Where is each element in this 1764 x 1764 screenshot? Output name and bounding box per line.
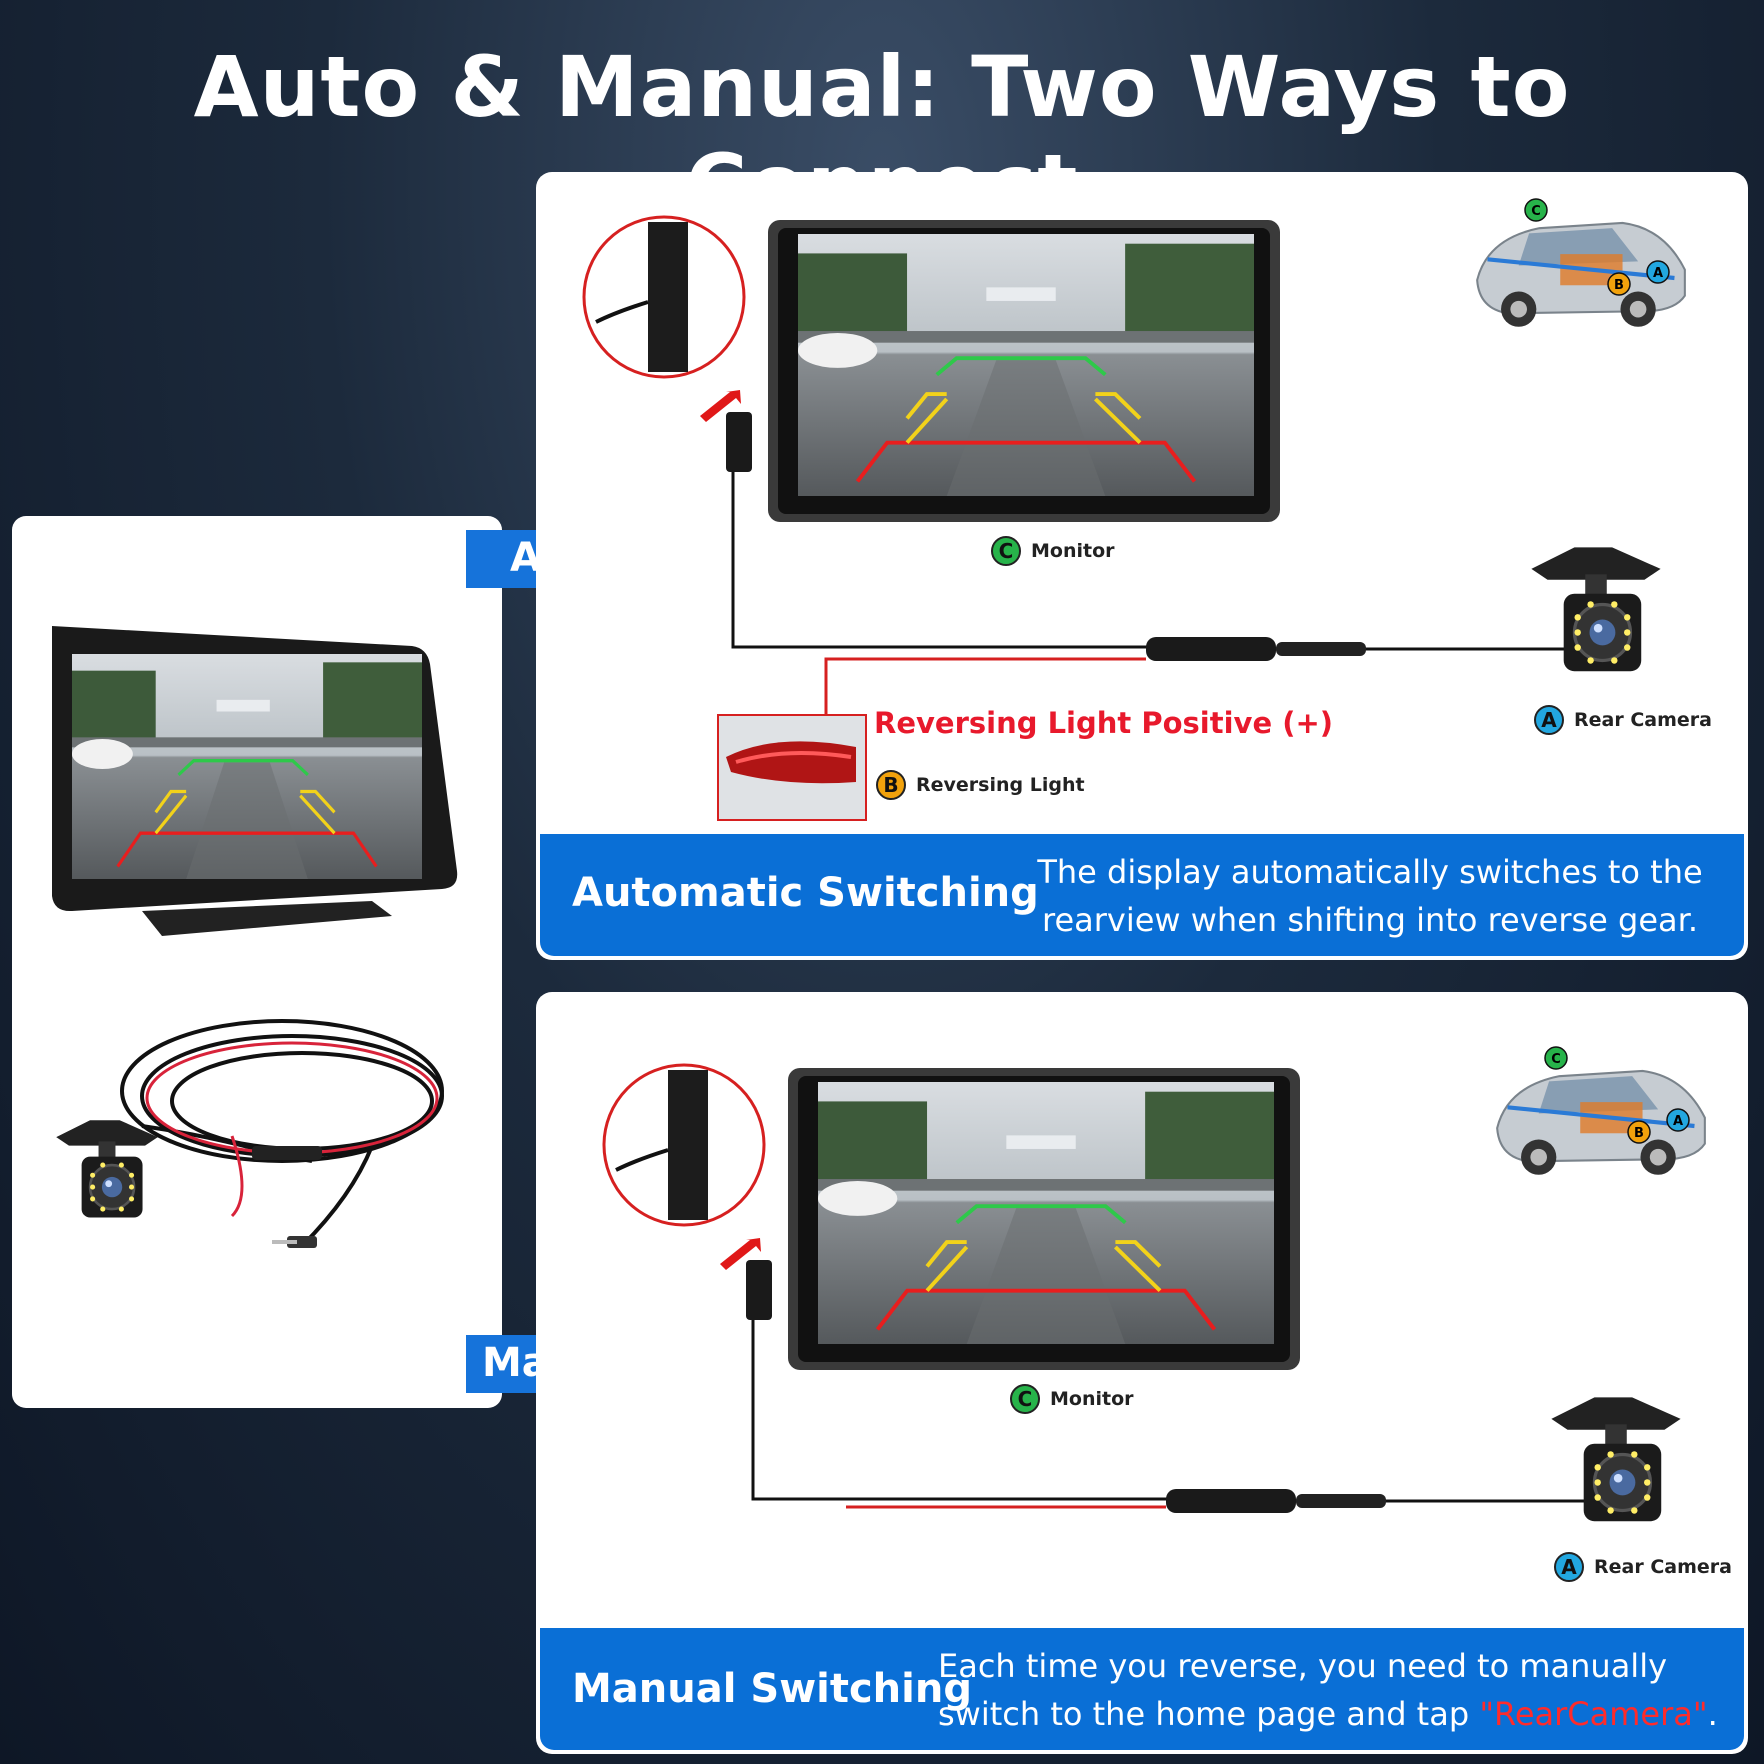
manual-wiring-diagram: C B A — [602, 1046, 1748, 1622]
monitor-label-text: Monitor — [1050, 1388, 1134, 1410]
reversing-light-badge: B — [876, 770, 906, 800]
auto-description: The display automatically switches to th… — [1010, 848, 1730, 944]
manual-desc-line2-text: switch to the home page and tap — [938, 1695, 1480, 1733]
rear-camera-label-text: Rear Camera — [1574, 709, 1712, 731]
car-badge-c: C — [1531, 204, 1541, 219]
auto-desc-line2: rearview when shifting into reverse gear… — [1041, 901, 1699, 939]
monitor-badge: C — [991, 536, 1021, 566]
auto-desc-line1: The display automatically switches to th… — [1037, 853, 1703, 891]
rear-camera-label: A Rear Camera — [1534, 705, 1712, 735]
manual-description-band: Manual Switching Each time you reverse, … — [540, 1628, 1744, 1750]
reversing-light-positive-label: Reversing Light Positive (+) — [874, 706, 1334, 740]
monitor-badge: C — [1010, 1384, 1040, 1414]
car-badge-b: B — [1614, 278, 1624, 293]
car-badge-c: C — [1551, 1052, 1561, 1067]
manual-desc-line2: switch to the home page and tap "RearCam… — [938, 1690, 1718, 1738]
auto-panel: C B A C Monitor A Rear Camera Reversing … — [536, 172, 1748, 960]
monitor-label-text: Monitor — [1031, 540, 1115, 562]
manual-panel: C B A C Monitor A Rear Camera Manual Swi… — [536, 992, 1748, 1754]
product-card — [12, 516, 502, 1408]
car-badge-a: A — [1673, 1114, 1683, 1129]
camera-cable-product-image — [52, 1019, 444, 1248]
rear-camera-highlight: "RearCamera" — [1479, 1695, 1708, 1733]
monitor-label: C Monitor — [1010, 1384, 1134, 1414]
manual-description: Each time you reverse, you need to manua… — [938, 1642, 1718, 1738]
car-badge-b: B — [1634, 1126, 1644, 1141]
manual-desc-line1: Each time you reverse, you need to manua… — [938, 1647, 1668, 1685]
auto-description-band: Automatic Switching The display automati… — [540, 834, 1744, 956]
rear-camera-label-text: Rear Camera — [1594, 1556, 1732, 1578]
rear-camera-badge: A — [1554, 1552, 1584, 1582]
rear-camera-label: A Rear Camera — [1554, 1552, 1732, 1582]
rear-camera-badge: A — [1534, 705, 1564, 735]
manual-desc-line2-end: . — [1707, 1695, 1718, 1733]
car-badge-a: A — [1653, 266, 1663, 281]
reversing-light-label-text: Reversing Light — [916, 774, 1085, 796]
reversing-light-label: B Reversing Light — [876, 770, 1085, 800]
auto-heading: Automatic Switching — [572, 870, 1039, 916]
auto-wiring-diagram: C B A — [582, 198, 1748, 821]
monitor-product-image — [52, 626, 458, 936]
manual-heading: Manual Switching — [572, 1666, 972, 1712]
monitor-label: C Monitor — [991, 536, 1115, 566]
